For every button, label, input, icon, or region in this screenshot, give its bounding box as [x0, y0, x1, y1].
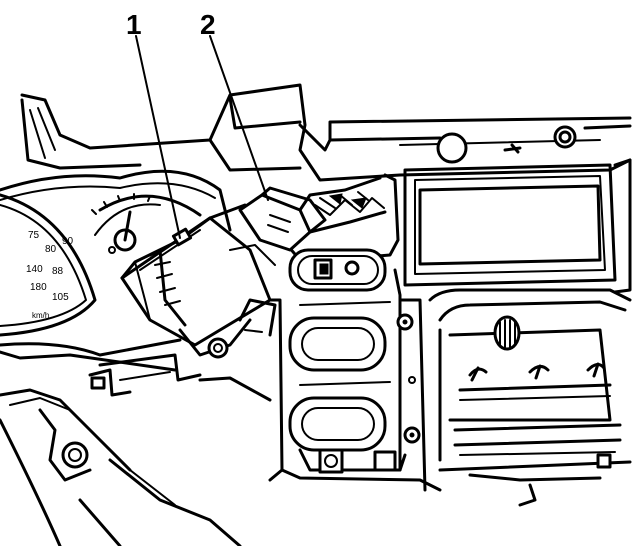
speed-label-88: 88 [52, 266, 64, 277]
center-vent-lower [288, 396, 387, 452]
dashboard-upper-pad [20, 83, 632, 182]
speed-label-80: 80 [45, 244, 57, 255]
leader-line-2 [209, 35, 269, 201]
climate-control-panel [428, 288, 632, 507]
speed-units-label: km/h [32, 311, 49, 320]
instrument-cluster [0, 169, 232, 372]
lower-fastener [318, 448, 344, 474]
speed-label-90: 90 [62, 236, 74, 247]
steering-column-area [0, 298, 277, 548]
speed-label-75: 75 [28, 230, 40, 241]
speedometer-scale: 75 80 90 140 88 180 105 km/h [26, 230, 74, 320]
callout-2-label: 2 [200, 9, 216, 40]
component-2-connector [238, 176, 387, 252]
speed-label-180: 180 [30, 282, 47, 293]
panel-fastener [436, 132, 468, 164]
center-vent-upper [288, 316, 387, 372]
speed-label-140: 140 [26, 264, 43, 275]
callout-1-label: 1 [126, 9, 142, 40]
speed-label-105: 105 [52, 292, 69, 303]
callout-leaders [135, 35, 269, 239]
leader-line-1 [135, 35, 181, 239]
center-stack [268, 158, 632, 492]
upper-storage-bin [418, 184, 602, 266]
